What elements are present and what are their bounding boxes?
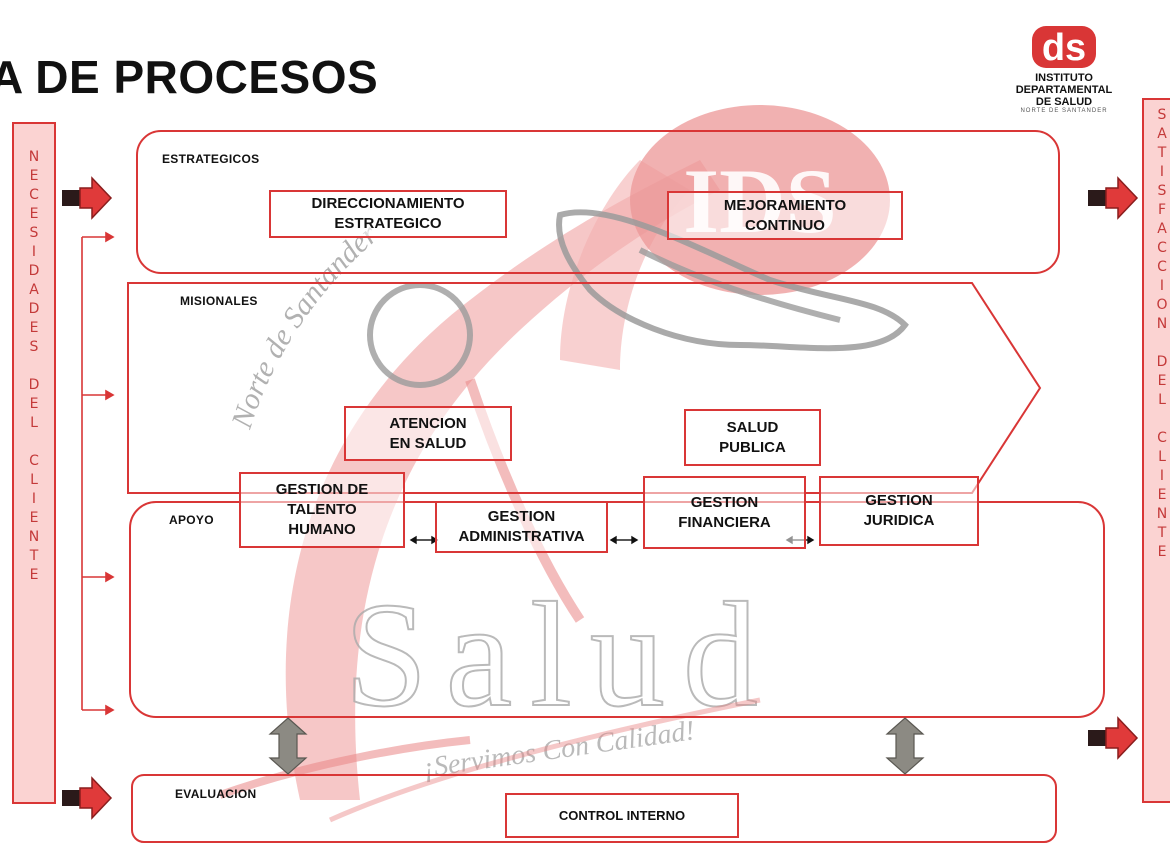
- right-bar-letter: A: [1157, 221, 1167, 237]
- left-bar-letter: D: [28, 301, 40, 317]
- process-gestion-talento-humano[interactable]: GESTION DE TALENTO HUMANO: [239, 472, 405, 548]
- process-mejoramiento-continuo[interactable]: MEJORAMIENTO CONTINUO: [667, 191, 903, 240]
- left-bar-letter: E: [29, 206, 39, 222]
- right-bar-letter: O: [1156, 297, 1168, 313]
- process-label: DIRECCIONAMIENTO ESTRATEGICO: [311, 195, 465, 232]
- apoyo-evaluacion-link-left: [268, 717, 308, 775]
- process-gestion-administrativa[interactable]: GESTION ADMINISTRATIVA: [435, 501, 608, 553]
- process-atencion-en-salud[interactable]: ATENCION EN SALUD: [344, 406, 512, 461]
- right-bar-letter: S: [1157, 107, 1167, 123]
- right-bar-letter: S: [1157, 183, 1167, 199]
- left-bar-letter: D: [28, 377, 40, 393]
- left-bar-letter: E: [29, 320, 39, 336]
- process-direccionamiento-estrategico[interactable]: DIRECCIONAMIENTO ESTRATEGICO: [269, 190, 507, 238]
- left-bar-letter: C: [29, 453, 39, 469]
- left-bar-letter: D: [28, 263, 40, 279]
- right-bar-letter: T: [1157, 525, 1167, 541]
- right-bar-letter: A: [1157, 126, 1167, 142]
- output-arrow-bottom: [1088, 716, 1139, 760]
- logo: ds INSTITUTO DEPARTAMENTAL DE SALUD NORT…: [984, 20, 1144, 135]
- process-control-interno[interactable]: CONTROL INTERNO: [505, 793, 739, 838]
- right-bar-letter: N: [1156, 316, 1168, 332]
- page-title: A DE PROCESOS: [0, 51, 379, 103]
- group-label-apoyo: APOYO: [169, 513, 214, 527]
- frame-apoyo: [129, 501, 1105, 718]
- process-label: SALUD PUBLICA: [719, 418, 786, 456]
- left-bar-letter: T: [29, 548, 39, 564]
- left-bar-letter: I: [31, 491, 37, 507]
- frame-evaluacion: [131, 774, 1057, 843]
- group-label-misionales: MISIONALES: [180, 294, 258, 308]
- left-connector: [81, 231, 115, 716]
- watermark-slogan-big: Salud: [344, 572, 776, 738]
- right-bar-letter: E: [1157, 487, 1167, 503]
- process-gestion-financiera[interactable]: GESTION FINANCIERA: [643, 476, 806, 549]
- left-bar-letter: N: [28, 529, 40, 545]
- left-bar-letter: E: [29, 510, 39, 526]
- group-label-evaluacion: EVALUACION: [175, 787, 257, 801]
- process-label: MEJORAMIENTO CONTINUO: [723, 196, 847, 234]
- left-bar-letter: S: [29, 225, 39, 241]
- logo-line2: DEPARTAMENTAL: [1015, 84, 1113, 96]
- right-bar-letter: E: [1157, 373, 1167, 389]
- right-bar-letter: E: [1157, 544, 1167, 560]
- left-bar-letter: E: [29, 168, 39, 184]
- process-label: CONTROL INTERNO: [558, 807, 686, 823]
- left-bar-letter: N: [28, 149, 40, 165]
- process-label: GESTION DE TALENTO HUMANO: [275, 481, 369, 538]
- process-gestion-juridica[interactable]: GESTION JURIDICA: [819, 476, 979, 546]
- left-bar-letter: I: [31, 244, 37, 260]
- process-salud-publica[interactable]: SALUD PUBLICA: [684, 409, 821, 466]
- right-bar-letter: N: [1156, 506, 1168, 522]
- left-bar-letter: S: [29, 339, 39, 355]
- frame-estrategicos: [136, 130, 1060, 274]
- right-bar-letter: C: [1157, 259, 1167, 275]
- logo-mark: ds: [1032, 26, 1096, 69]
- right-bar-letter: I: [1159, 468, 1165, 484]
- right-bar-letter: F: [1157, 202, 1167, 218]
- process-label: GESTION ADMINISTRATIVA: [458, 508, 585, 545]
- logo-line3: DE SALUD: [1035, 96, 1093, 108]
- logo-subline: NORTE DE SANTANDER: [1020, 108, 1108, 114]
- apoyo-evaluacion-link-right: [885, 717, 925, 775]
- input-arrow-top: [62, 176, 113, 220]
- process-label: GESTION JURIDICA: [863, 492, 935, 529]
- right-bar-letter: L: [1158, 392, 1166, 408]
- left-bar-letter: L: [30, 472, 38, 488]
- right-bar-letter: T: [1157, 145, 1167, 161]
- left-bar-letter: C: [29, 187, 39, 203]
- logo-line1: INSTITUTO: [1035, 72, 1093, 84]
- right-bar-letter: C: [1157, 430, 1167, 446]
- left-bar-letter: E: [29, 567, 39, 583]
- process-label: ATENCION EN SALUD: [389, 414, 467, 452]
- right-bar-letter: C: [1157, 240, 1167, 256]
- right-bar-letter: D: [1156, 354, 1168, 370]
- process-label: GESTION FINANCIERA: [678, 493, 771, 531]
- left-bar-letter: A: [29, 282, 39, 298]
- output-arrow-top: [1088, 176, 1139, 220]
- input-arrow-bottom: [62, 776, 113, 820]
- group-label-estrategicos: ESTRATEGICOS: [162, 152, 260, 166]
- right-bar-letter: I: [1159, 278, 1165, 294]
- left-bar-letter: E: [29, 396, 39, 412]
- frame-misionales: [127, 282, 1042, 494]
- right-bar-letter: I: [1159, 164, 1165, 180]
- right-bar-letter: L: [1158, 449, 1166, 465]
- logo-mark-text: ds: [1042, 27, 1086, 69]
- left-bar-letter: L: [30, 415, 38, 431]
